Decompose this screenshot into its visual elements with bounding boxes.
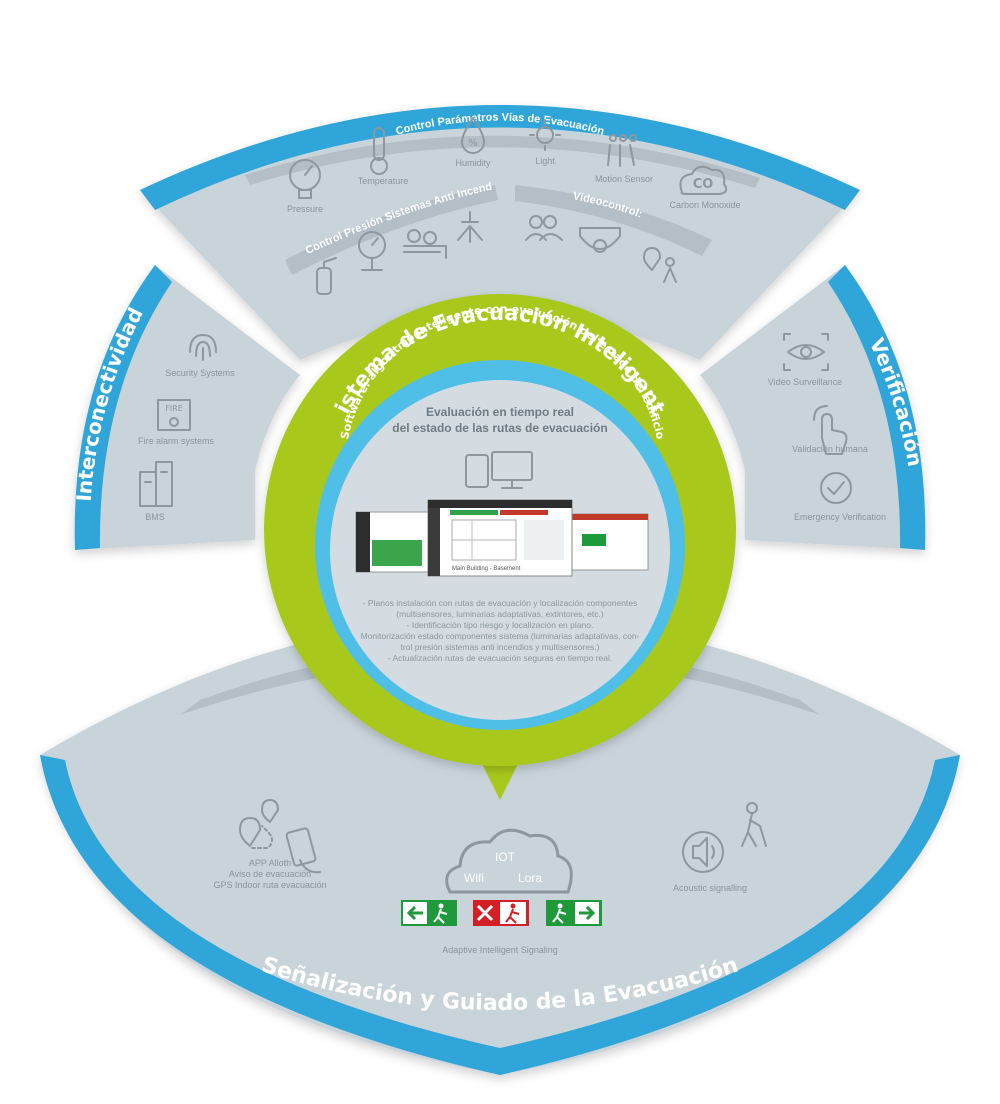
motion-sensor-icon — [607, 134, 637, 167]
left-band — [74, 265, 172, 550]
desc-line-2: (multisensores, luminarias adaptativas, … — [396, 609, 604, 619]
desc-line-6: - Actualización rutas de evacuación segu… — [388, 653, 612, 663]
eye-scan-icon — [783, 333, 829, 371]
video-surveillance-label: Video Surveillance — [768, 377, 842, 387]
top-panel — [140, 105, 860, 360]
humidity-icon: % — [461, 117, 485, 154]
top-title: Adquisición de Datos — [366, 32, 635, 78]
camera-icon — [579, 227, 621, 253]
svg-text:FIRE: FIRE — [165, 404, 183, 413]
fingerprint-icon — [189, 334, 217, 361]
iot-cloud-icon: IOT Wifi Lora — [445, 828, 573, 894]
core-heading-2: del estado de las rutas de evacuación — [392, 421, 607, 435]
location-person-icon — [643, 247, 677, 283]
walking-person-icon — [741, 802, 767, 847]
check-circle-icon — [820, 472, 852, 504]
fire-alarm-label: Fire alarm systems — [138, 436, 215, 446]
devices-icon — [465, 451, 533, 489]
app-gps-label: GPS Indoor ruta evacuación — [213, 880, 326, 890]
svg-text:IOT: IOT — [495, 850, 516, 864]
sensor-label-motion: Motion Sensor — [595, 174, 653, 184]
sign-exit-left — [401, 900, 457, 926]
desc-line-1: - Planos instalación con rutas de evacua… — [363, 598, 638, 608]
app-label: APP Alloth — [249, 858, 291, 868]
software-screens: Main Building - Basement — [355, 499, 649, 577]
map-route-icon — [239, 799, 279, 849]
top-band — [140, 105, 860, 210]
sign-exit-right — [546, 900, 602, 926]
light-icon — [529, 119, 561, 151]
fire-subband — [285, 185, 498, 275]
temperature-icon — [370, 127, 388, 175]
desc-line-4: Monitorización estado componentes sistem… — [361, 631, 640, 641]
security-systems-label: Security Systems — [165, 368, 235, 378]
svg-text:%: % — [468, 138, 478, 149]
phone-hand-icon — [285, 827, 321, 874]
bms-label: BMS — [145, 512, 165, 522]
emergency-verification-label: Emergency Verification — [794, 512, 886, 522]
svg-text:Lora: Lora — [518, 871, 542, 885]
bottom-panel — [40, 617, 960, 1075]
bottom-segment: Señalización y Guiado de la Evacuación A… — [40, 617, 960, 1075]
carbon-monoxide-icon: CO — [679, 165, 728, 195]
speaker-icon — [682, 831, 724, 873]
svg-text:CO: CO — [693, 177, 714, 192]
signs-caption: Adaptive Intelligent Signaling — [442, 945, 558, 955]
human-validation-label: Validación humana — [792, 444, 868, 454]
sprinkler-icon — [457, 211, 483, 243]
left-segment: Interconectividad Security Systems FIRE … — [72, 265, 300, 550]
sensor-label-co: Carbon Monoxide — [669, 200, 740, 210]
valve-icon — [403, 229, 447, 259]
acoustic-signalling-label: Acoustic signalling — [673, 883, 747, 893]
svg-text:Wifi: Wifi — [464, 871, 484, 885]
desc-line-3: - Identificación tipo riesgo y localizac… — [407, 620, 594, 630]
touch-hand-icon — [813, 405, 848, 455]
extinguisher-icon — [316, 257, 337, 295]
core-heading-1: Evaluación en tiempo real — [426, 405, 574, 419]
bottom-band — [40, 755, 960, 1075]
screen-caption: Main Building - Basement — [452, 566, 521, 572]
core-description: - Planos instalación con rutas de evacua… — [361, 598, 640, 663]
fire-alarm-icon: FIRE — [157, 399, 191, 431]
pressure-icon — [289, 159, 321, 199]
video-subband — [515, 185, 712, 256]
sensor-label-light: Light — [535, 156, 555, 166]
bms-building-icon — [139, 461, 173, 507]
sensor-label-pressure: Pressure — [287, 204, 323, 214]
pressure-gauge-icon — [358, 231, 386, 271]
sensor-label-humidity: Humidity — [455, 158, 491, 168]
desc-line-5: trol presión sistemas anti incendios y m… — [401, 642, 600, 652]
app-evacuation-alert: Aviso de evacuación — [229, 869, 311, 879]
sign-exit-blocked — [473, 900, 529, 926]
ring-pointer — [480, 760, 520, 800]
sensor-label-temperature: Temperature — [358, 176, 409, 186]
right-band — [828, 265, 926, 550]
right-segment: Verificación Video Surveillance Validaci… — [700, 265, 927, 550]
people-icon — [525, 215, 563, 241]
